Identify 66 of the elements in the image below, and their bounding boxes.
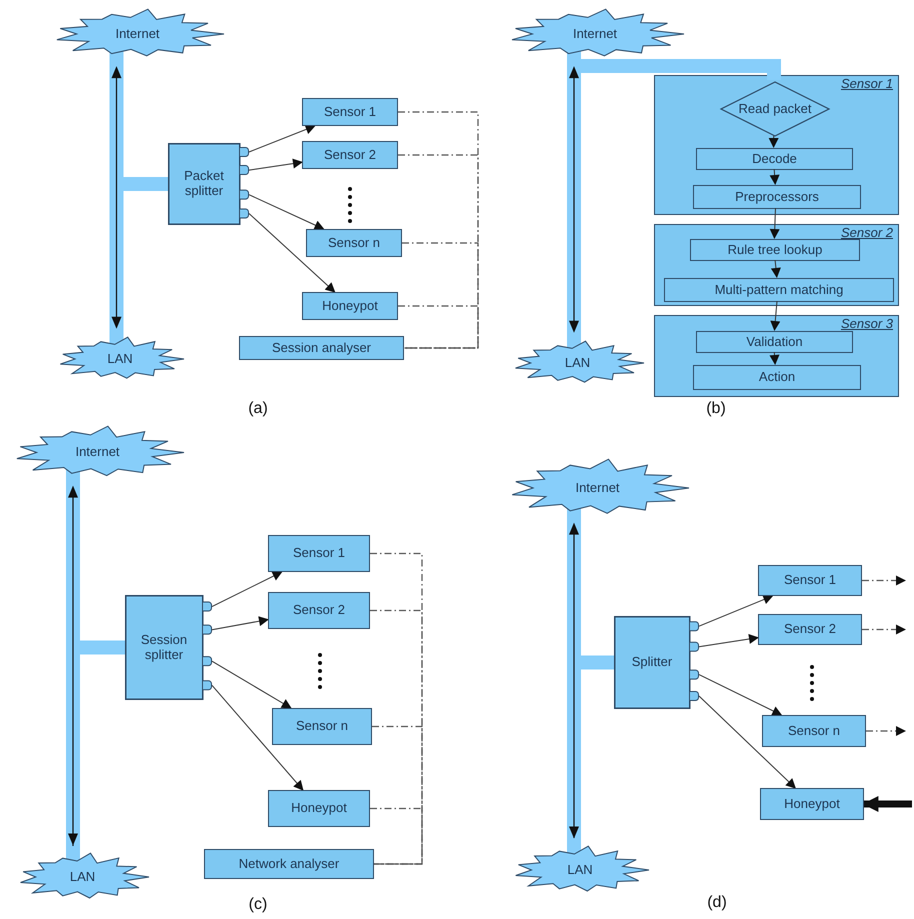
arrow (212, 572, 283, 608)
process-box: Sensor n (306, 229, 402, 257)
panel-caption: (d) (707, 894, 727, 912)
process-box: Sensor 2 (268, 592, 370, 629)
decision-diamond: Read packet (720, 81, 830, 137)
arrow (248, 213, 336, 293)
process-box: Sensor 1 (268, 535, 370, 572)
panel-heading: Sensor 1 (840, 77, 893, 92)
arrow (770, 208, 780, 239)
arrow (248, 158, 303, 171)
connector-line (402, 242, 479, 349)
process-box: Honeypot (302, 292, 398, 320)
sensor-panel (654, 75, 899, 215)
network-pipe (567, 506, 581, 854)
panel-caption: (c) (248, 896, 268, 914)
process-box: Action (693, 365, 861, 390)
process-box: Sensor 1 (758, 565, 862, 596)
arrow (768, 135, 779, 148)
network-pipe (567, 50, 581, 349)
arrow (770, 300, 780, 331)
panel-caption: (a) (248, 400, 268, 418)
network-pipe (80, 640, 125, 654)
arrow (248, 194, 324, 230)
network-pipe (581, 656, 614, 670)
network-pipe (110, 50, 124, 345)
arrow (770, 352, 780, 365)
process-box: Honeypot (268, 790, 370, 827)
process-box: Sensor 2 (302, 141, 398, 169)
arrow (248, 124, 316, 152)
arrow (698, 594, 774, 627)
arrow (862, 576, 906, 586)
process-box: Sensor n (272, 708, 372, 745)
arrow (862, 624, 906, 634)
panel-caption: (b) (706, 400, 726, 418)
connector-line (398, 305, 479, 349)
network-pipe (66, 470, 80, 862)
connector-line (398, 154, 479, 349)
arrow (698, 696, 796, 789)
process-box: Decode (696, 148, 853, 170)
arrow (212, 616, 269, 630)
arrow (866, 726, 906, 736)
panel-heading: Sensor 2 (840, 226, 893, 241)
process-box: Rule tree lookup (690, 239, 860, 261)
connector-line (370, 808, 423, 865)
process-box: Honeypot (760, 788, 864, 820)
process-box: Network analyser (204, 849, 374, 879)
process-box: Sensor 2 (758, 614, 862, 645)
sensor-panel (654, 315, 899, 397)
arrow (770, 168, 780, 185)
sensor-panel (654, 224, 899, 306)
process-box: Preprocessors (693, 185, 861, 209)
network-pipe (581, 59, 781, 80)
arrow (212, 684, 304, 791)
arrow (862, 796, 912, 812)
arrow (698, 634, 759, 648)
arrow (770, 260, 781, 278)
network-pipe (124, 177, 168, 191)
process-box: Sensor n (762, 715, 866, 747)
arrow (212, 660, 292, 708)
panel-heading: Sensor 3 (840, 317, 893, 332)
process-box: Session analyser (239, 336, 404, 360)
arrow (698, 674, 782, 716)
process-box: Multi-pattern matching (664, 278, 894, 302)
process-box: Validation (696, 331, 853, 353)
connector-line (372, 726, 423, 865)
process-box: Sensor 1 (302, 98, 398, 126)
